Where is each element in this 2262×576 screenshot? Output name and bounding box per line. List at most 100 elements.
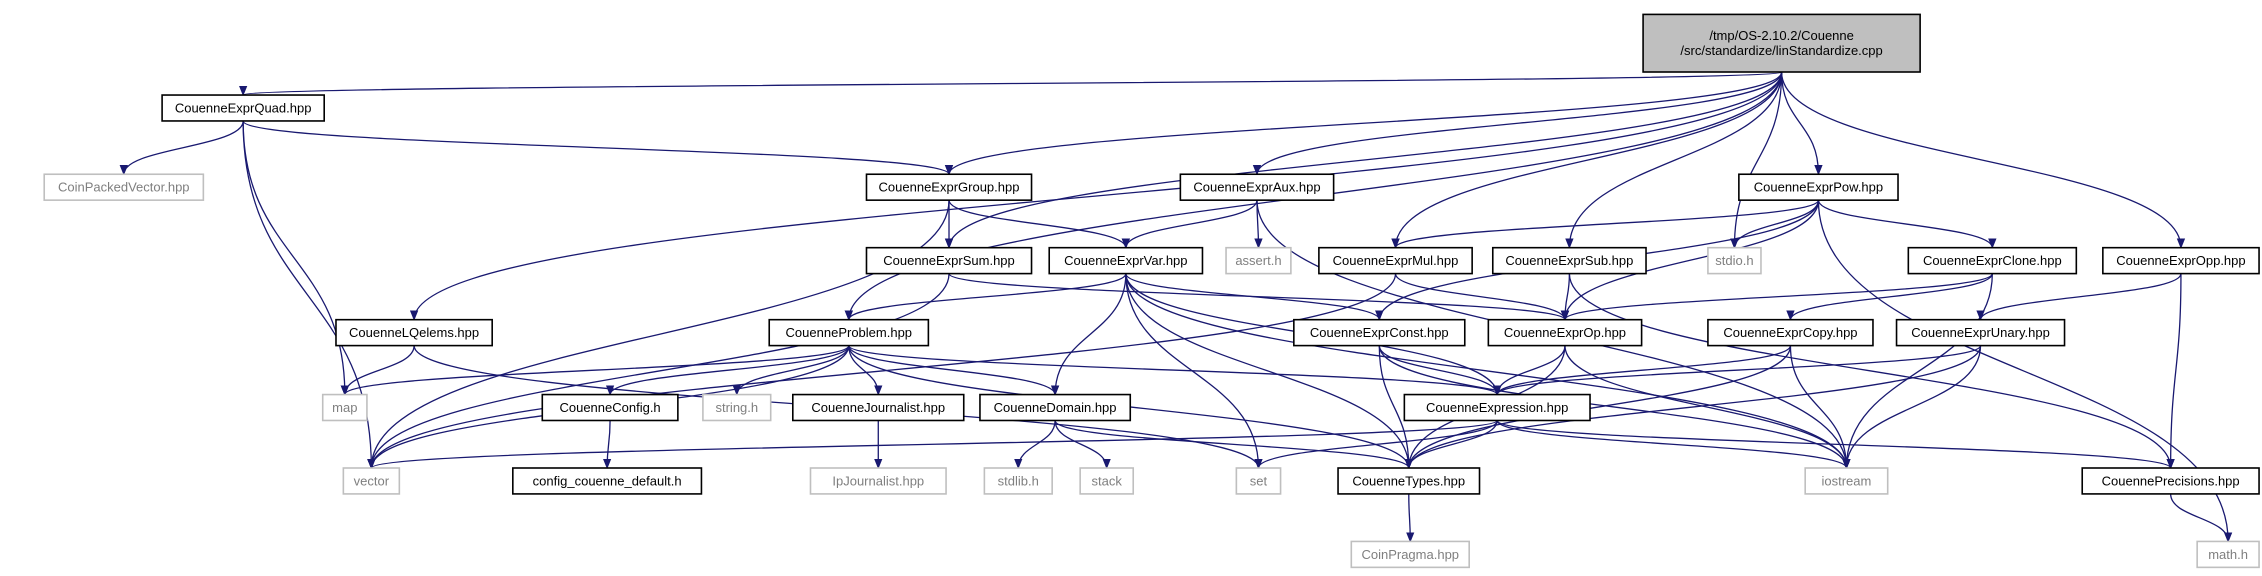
node-box (1350, 540, 1470, 569)
node-var[interactable]: CouenneExprVar.hpp (1048, 246, 1204, 275)
edge-var-to-iostream (1125, 273, 1847, 468)
node-label: CouenneExprQuad.hpp (175, 101, 312, 116)
node-quad[interactable]: CouenneExprQuad.hpp (161, 94, 325, 122)
edge-unary-to-expression (1497, 345, 1982, 396)
node-clone[interactable]: CouenneExprClone.hpp (1907, 246, 2078, 275)
node-label: CouenneTypes.hpp (1352, 473, 1465, 488)
node-box (1907, 246, 2078, 275)
edge-aux-to-var (1126, 199, 1258, 248)
edge-problem-to-domain (848, 345, 1055, 395)
node-stack: stack (1079, 467, 1135, 495)
node-label: CouenneExprConst.hpp (1310, 325, 1449, 340)
node-sum[interactable]: CouenneExprSum.hpp (865, 246, 1033, 275)
node-op[interactable]: CouenneExprOp.hpp (1487, 318, 1643, 347)
node-label: CouenneExprOp.hpp (1504, 325, 1626, 340)
edge-const-to-iostream (1378, 345, 1846, 468)
node-sub[interactable]: CouenneExprSub.hpp (1491, 246, 1647, 275)
node-box (1403, 393, 1591, 422)
node-box (1491, 246, 1647, 275)
node-box (1048, 246, 1204, 275)
node-box (1079, 467, 1135, 495)
edge-quad-to-coinpv (124, 120, 244, 175)
node-vector: vector (342, 467, 401, 495)
node-opp[interactable]: CouenneExprOpp.hpp (2102, 246, 2260, 275)
edge-op-to-iostream (1564, 345, 1846, 468)
node-journalist[interactable]: CouenneJournalist.hpp (792, 393, 965, 422)
edge-problem-to-config (610, 345, 850, 395)
edge-clone-to-op (1565, 273, 1993, 321)
node-box (1642, 13, 1921, 73)
edge-sub-to-op (1565, 273, 1571, 320)
edge-root-to-sub (1569, 71, 1783, 248)
node-label: CoinPragma.hpp (1361, 547, 1459, 562)
edge-clone-to-iostream (1846, 273, 1993, 468)
node-label: /tmp/OS-2.10.2/Couenne (1709, 28, 1854, 43)
edge-expression-to-vector (371, 419, 1498, 469)
edge-copy-to-iostream (1789, 345, 1846, 468)
node-pow[interactable]: CouenneExprPow.hpp (1738, 173, 1899, 201)
node-box (43, 173, 205, 201)
edge-var-to-domain (1055, 273, 1127, 395)
node-mul[interactable]: CouenneExprMul.hpp (1318, 246, 1473, 275)
edge-domain-to-types (1054, 420, 1409, 469)
node-box (1738, 173, 1899, 201)
node-label: config_couenne_default.h (533, 473, 682, 488)
node-box (342, 467, 401, 495)
node-label: map (332, 400, 357, 415)
edge-unary-to-iostream (1846, 345, 1982, 468)
node-label: CouenneExprSum.hpp (883, 253, 1015, 268)
node-box (979, 393, 1132, 422)
edge-problem-to-expression (848, 345, 1497, 396)
node-box (1235, 467, 1282, 495)
edge-const-to-expression (1378, 345, 1497, 395)
node-lqelems[interactable]: CouenneLQelems.hpp (335, 318, 493, 347)
node-label: assert.h (1235, 253, 1281, 268)
node-box (1293, 318, 1466, 347)
node-box (541, 393, 679, 422)
node-types[interactable]: CouenneTypes.hpp (1337, 467, 1481, 495)
node-label: stdlib.h (998, 473, 1039, 488)
node-math: math.h (2196, 540, 2260, 569)
edge-domain-to-stack (1054, 420, 1107, 469)
node-string: string.h (702, 393, 772, 422)
node-box (161, 94, 325, 122)
node-label: CouenneDomain.hpp (994, 400, 1117, 415)
edge-var-to-types (1125, 273, 1409, 468)
node-domain[interactable]: CouenneDomain.hpp (979, 393, 1132, 422)
edge-unary-to-types (1409, 345, 1982, 468)
node-label: IpJournalist.hpp (832, 473, 924, 488)
node-label: CouenneExprSub.hpp (1505, 253, 1633, 268)
node-box (2081, 467, 2260, 495)
node-box (1707, 246, 1762, 275)
node-root[interactable]: /tmp/OS-2.10.2/Couenne/src/standardize/l… (1642, 13, 1921, 73)
node-label: CouenneExprCopy.hpp (1723, 325, 1857, 340)
edge-root-to-pow (1780, 71, 1819, 174)
node-unary[interactable]: CouenneExprUnary.hpp (1895, 318, 2066, 347)
node-precisions[interactable]: CouennePrecisions.hpp (2081, 467, 2260, 495)
node-label: CouenneExprPow.hpp (1754, 180, 1883, 195)
node-const[interactable]: CouenneExprConst.hpp (1293, 318, 1466, 347)
edge-config-to-configdef (607, 420, 610, 468)
edge-root-to-stdio (1734, 71, 1783, 248)
edges-layer (124, 71, 2228, 542)
edge-problem-to-journalist (848, 345, 878, 395)
node-box (702, 393, 772, 422)
node-group[interactable]: CouenneExprGroup.hpp (865, 173, 1033, 201)
node-configdef[interactable]: config_couenne_default.h (512, 467, 703, 495)
node-box (1179, 173, 1335, 201)
node-expression[interactable]: CouenneExpression.hpp (1403, 393, 1591, 422)
node-box (809, 467, 947, 495)
edge-opp-to-unary (1981, 273, 2182, 320)
node-label: CoinPackedVector.hpp (58, 180, 190, 195)
node-box (2196, 540, 2260, 569)
node-pragma: CoinPragma.hpp (1350, 540, 1470, 569)
node-config[interactable]: CouenneConfig.h (541, 393, 679, 422)
node-label: CouenneExprAux.hpp (1193, 180, 1320, 195)
node-copy[interactable]: CouenneExprCopy.hpp (1707, 318, 1874, 347)
node-problem[interactable]: CouenneProblem.hpp (768, 318, 930, 347)
edge-root-to-lqelems (414, 71, 1783, 320)
edge-types-to-pragma (1409, 493, 1410, 542)
edge-clone-to-copy (1790, 273, 1993, 320)
node-aux[interactable]: CouenneExprAux.hpp (1179, 173, 1335, 201)
